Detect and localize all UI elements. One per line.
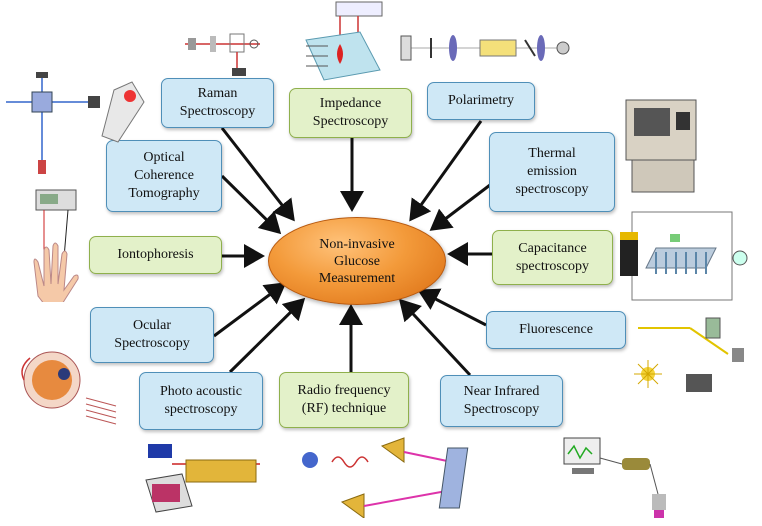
raman-setup-illustration bbox=[185, 33, 260, 76]
eye-illustration bbox=[21, 351, 117, 425]
iontophoresis-box: Iontophoresis bbox=[89, 236, 222, 274]
capacitance-spectroscopy-box: Capacitance spectroscopy bbox=[492, 230, 613, 285]
thermal-camera-illustration bbox=[625, 99, 697, 193]
polarimetry-box: Polarimetry bbox=[427, 82, 535, 120]
arrow-fluorescence bbox=[417, 288, 487, 327]
arrow-oct bbox=[220, 174, 282, 235]
impedance-device-illustration bbox=[305, 1, 383, 81]
arrow-ocular bbox=[213, 282, 287, 338]
photoacoustic-setup-illustration bbox=[145, 444, 260, 513]
rf-setup-illustration bbox=[302, 437, 469, 518]
radio-frequency-technique-box: Radio frequency (RF) technique bbox=[279, 372, 409, 428]
fluorescence-setup-illustration bbox=[634, 317, 744, 392]
arrow-raman bbox=[220, 127, 295, 222]
ocular-spectroscopy-box: Ocular Spectroscopy bbox=[90, 307, 214, 363]
fluorescence-box: Fluorescence bbox=[486, 311, 626, 349]
capacitance-sensor-illustration bbox=[620, 211, 748, 301]
near-infrared-spectroscopy-box: Near Infrared Spectroscopy bbox=[440, 375, 563, 427]
iontophoresis-hand-illustration bbox=[33, 189, 79, 302]
optical-coherence-tomography-box: Optical Coherence Tomography bbox=[106, 140, 222, 212]
oct-setup-illustration bbox=[6, 72, 145, 174]
arrow-nir bbox=[398, 298, 472, 377]
raman-spectroscopy-box: Raman Spectroscopy bbox=[161, 78, 274, 128]
thermal-emission-spectroscopy-box: Thermal emission spectroscopy bbox=[489, 132, 615, 212]
nir-setup-illustration bbox=[563, 437, 666, 518]
arrow-thermal bbox=[429, 183, 491, 231]
impedance-spectroscopy-box: Impedance Spectroscopy bbox=[289, 88, 412, 138]
photo-acoustic-spectroscopy-box: Photo acoustic spectroscopy bbox=[139, 372, 263, 430]
arrow-photoacoustic bbox=[228, 297, 306, 374]
arrow-polarimetry bbox=[409, 120, 483, 222]
center-node: Non-invasive Glucose Measurement bbox=[268, 217, 446, 305]
polarimetry-setup-illustration bbox=[400, 35, 570, 61]
